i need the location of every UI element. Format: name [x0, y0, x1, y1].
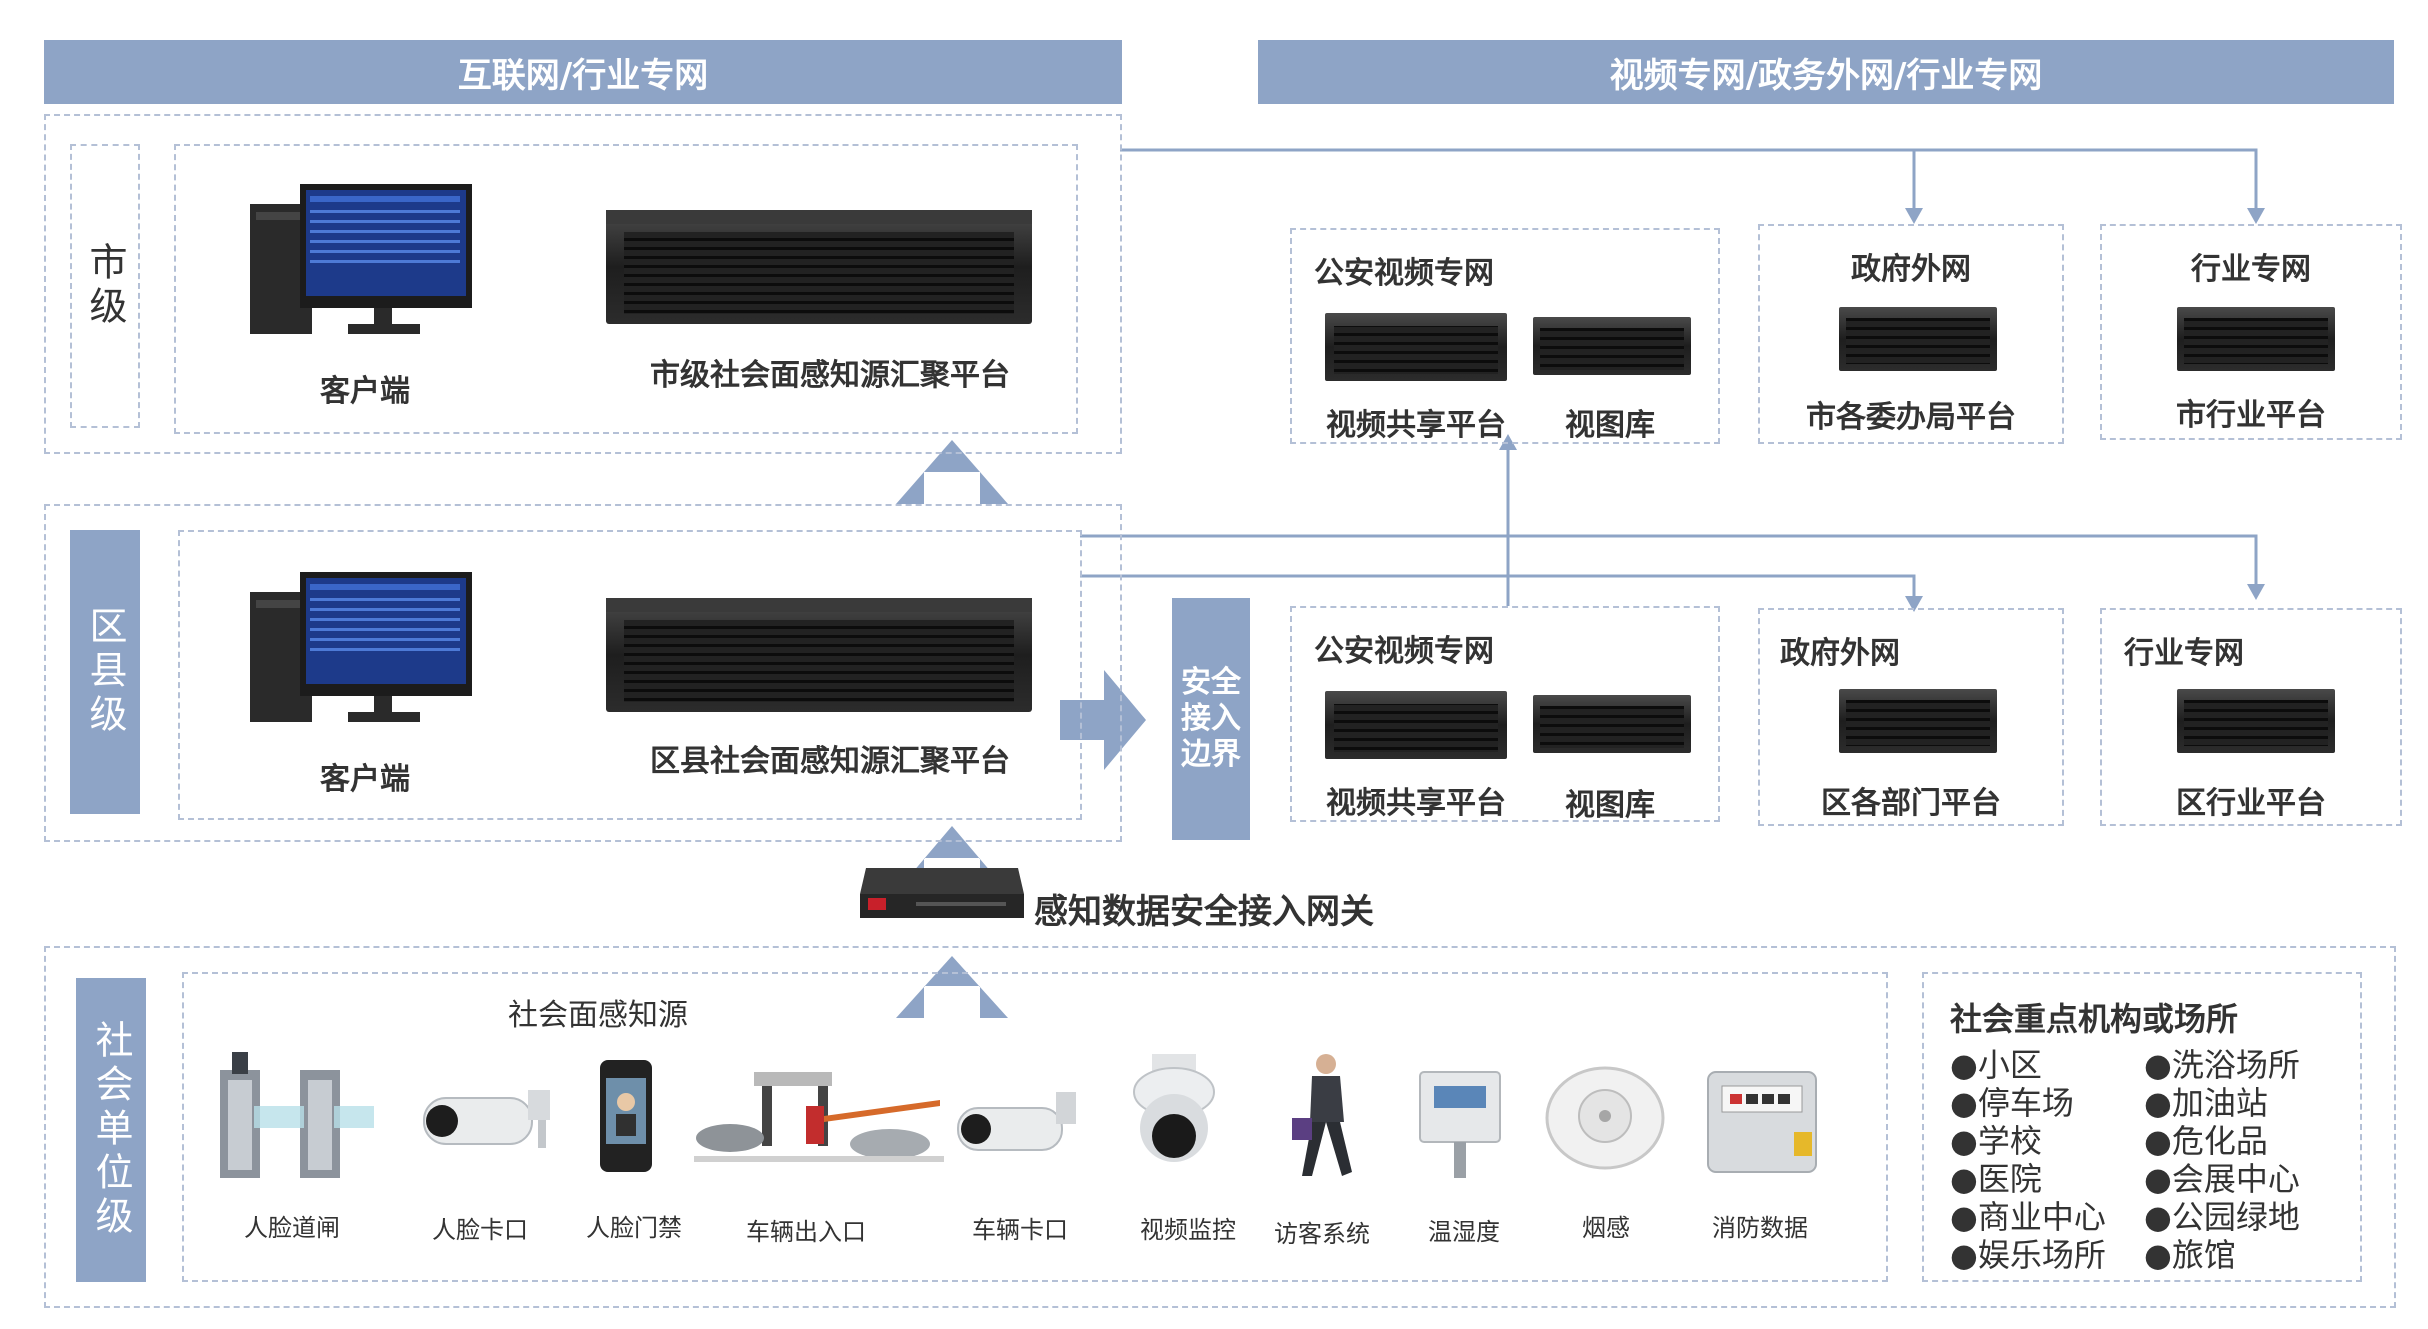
- district-industry-platform-label: 区行业平台: [2176, 786, 2326, 821]
- key-place-col2-1: ●加油站: [2144, 1084, 2268, 1122]
- city-view-library-server-icon: [1533, 317, 1691, 375]
- header-video-network: 视频专网/政务外网/行业专网: [1258, 40, 2394, 104]
- key-place-col2-4: ●公园绿地: [2144, 1198, 2300, 1236]
- source-label-vehicle-entrance: 车辆出入口: [746, 1218, 866, 1246]
- district-video-share-server-icon: [1325, 691, 1507, 759]
- city-network-gov-extranet: [1758, 224, 2064, 444]
- source-label-face-access: 人脸门禁: [586, 1214, 682, 1242]
- key-place-col2-5: ●旅馆: [2144, 1236, 2236, 1274]
- source-label-fire-data: 消防数据: [1712, 1214, 1808, 1242]
- source-label-face-checkpoint: 人脸卡口: [432, 1216, 528, 1244]
- district-client-computer-icon: [250, 572, 472, 722]
- city-police-video-title: 公安视频专网: [1314, 256, 1494, 291]
- district-platform-label: 区县社会面感知源汇聚平台: [650, 744, 1010, 779]
- temperature-humidity-sensor-icon: [1419, 1071, 1501, 1178]
- header-video-network-label: 视频专网/政务外网/行业专网: [1609, 55, 2043, 96]
- district-client-label: 客户端: [320, 762, 410, 797]
- city-client-label: 客户端: [320, 374, 410, 409]
- city-platform-label: 市级社会面感知源汇聚平台: [650, 358, 1010, 393]
- fire-data-meter-icon: [1707, 1071, 1817, 1173]
- source-label-face-gate: 人脸道闸: [244, 1214, 340, 1242]
- district-network-police-video: [1290, 606, 1720, 822]
- district-industry-title: 行业专网: [2124, 636, 2244, 671]
- key-places-frame: [1922, 972, 2362, 1282]
- social-unit-level-frame: [44, 946, 2396, 1308]
- district-view-library-server-icon: [1533, 695, 1691, 753]
- key-place-col1-5: ●娱乐场所: [1950, 1236, 2106, 1274]
- district-level-frame: [44, 504, 1122, 842]
- city-network-police-video: [1290, 228, 1720, 444]
- sources-title: 社会面感知源: [508, 998, 688, 1033]
- city-client-computer-icon: [250, 184, 472, 334]
- district-platform-server-icon: [606, 598, 1032, 712]
- city-view-library-label: 视图库: [1565, 408, 1655, 443]
- key-place-col2-2: ●危化品: [2144, 1122, 2268, 1160]
- security-boundary: 安全接入边界: [1172, 598, 1250, 840]
- city-video-share-server-icon: [1325, 313, 1507, 381]
- city-industry-platform-server-icon: [2177, 307, 2335, 371]
- district-network-gov-extranet: [1758, 608, 2064, 826]
- gateway-label: 感知数据安全接入网关: [1034, 892, 1374, 932]
- city-level-label: 市级: [70, 144, 140, 428]
- source-label-smoke: 烟感: [1582, 1214, 1630, 1242]
- district-view-library-label: 视图库: [1565, 788, 1655, 823]
- city-industry-title: 行业专网: [2191, 252, 2311, 287]
- city-gov-extranet-title: 政府外网: [1851, 252, 1971, 287]
- face-gate-icon: [220, 1052, 374, 1178]
- district-level-label: 区县级: [70, 530, 140, 814]
- source-label-vehicle-checkpoint: 车辆卡口: [972, 1216, 1068, 1244]
- district-police-video-title: 公安视频专网: [1314, 634, 1494, 669]
- city-gov-platform-label: 市各委办局平台: [1806, 400, 2016, 435]
- city-video-share-label: 视频共享平台: [1326, 408, 1506, 443]
- key-place-col1-4: ●商业中心: [1950, 1198, 2106, 1236]
- district-network-industry: [2100, 608, 2402, 826]
- key-place-col1-0: ●小区: [1950, 1046, 2042, 1084]
- key-place-col1-3: ●医院: [1950, 1160, 2042, 1198]
- city-network-industry: [2100, 224, 2402, 440]
- vehicle-entrance-barrier-icon: [694, 1072, 944, 1162]
- key-place-col1-2: ●学校: [1950, 1122, 2042, 1160]
- source-label-temp-humidity: 温湿度: [1428, 1218, 1500, 1246]
- key-places-title: 社会重点机构或场所: [1950, 1000, 2239, 1038]
- source-label-visitor-system: 访客系统: [1274, 1220, 1370, 1248]
- video-surveillance-dome-camera-icon: [1133, 1054, 1215, 1162]
- vehicle-checkpoint-camera-icon: [957, 1092, 1076, 1151]
- sources-frame: [182, 972, 1888, 1282]
- city-industry-platform-label: 市行业平台: [2176, 398, 2326, 433]
- district-gov-platform-label: 区各部门平台: [1821, 786, 2001, 821]
- source-label-video-surveillance: 视频监控: [1140, 1216, 1236, 1244]
- key-place-col1-1: ●停车场: [1950, 1084, 2074, 1122]
- header-internet-label: 互联网/行业专网: [457, 55, 709, 96]
- header-internet: 互联网/行业专网: [44, 40, 1122, 104]
- city-gov-platform-server-icon: [1839, 307, 1997, 371]
- city-level-frame: [44, 114, 1122, 454]
- face-access-terminal-icon: [600, 1060, 652, 1172]
- city-platform-server-icon: [606, 210, 1032, 324]
- district-content-frame: [178, 530, 1082, 820]
- district-gov-extranet-title: 政府外网: [1780, 636, 1900, 671]
- smoke-detector-icon: [1545, 1066, 1665, 1170]
- district-industry-platform-server-icon: [2177, 689, 2335, 753]
- district-video-share-label: 视频共享平台: [1326, 786, 1506, 821]
- key-place-col2-0: ●洗浴场所: [2144, 1046, 2300, 1084]
- city-content-frame: [174, 144, 1078, 434]
- key-place-col2-3: ●会展中心: [2144, 1160, 2300, 1198]
- face-checkpoint-camera-icon: [423, 1090, 550, 1148]
- visitor-system-person-icon: [1292, 1054, 1352, 1176]
- social-unit-level-label: 社会单位级: [76, 978, 146, 1282]
- gateway-device-icon: [860, 868, 1024, 918]
- district-gov-platform-server-icon: [1839, 689, 1997, 753]
